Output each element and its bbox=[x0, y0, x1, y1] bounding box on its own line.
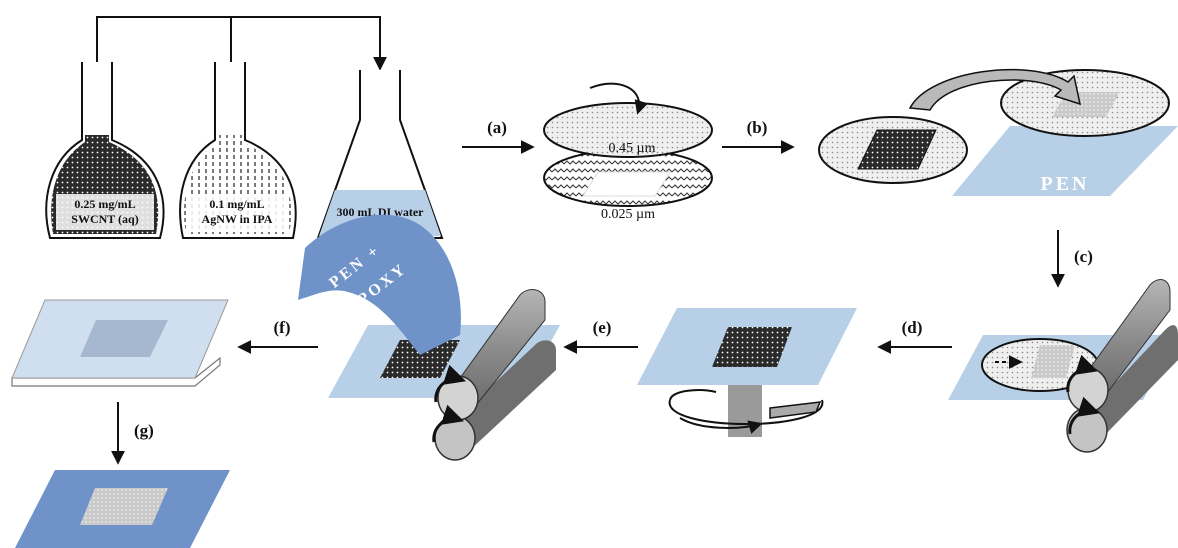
step-f: (f) bbox=[237, 318, 318, 354]
roll-lamination-pen bbox=[948, 279, 1178, 453]
top-filter-pore-label: 0.45 µm bbox=[609, 141, 656, 156]
step-a-label: (a) bbox=[487, 118, 507, 137]
step-b: (b) bbox=[722, 118, 795, 154]
final-electrode bbox=[15, 470, 230, 548]
swcnt-concentration-label: 0.25 mg/mL bbox=[74, 197, 135, 211]
di-water-label: 300 mL DI water bbox=[337, 205, 425, 219]
bottom-filter-pore-label: 0.025 µm bbox=[601, 207, 655, 222]
laminated-sandwich bbox=[11, 299, 229, 387]
step-a: (a) bbox=[462, 118, 535, 154]
step-c-label: (c) bbox=[1074, 247, 1093, 266]
step-g: (g) bbox=[111, 402, 154, 465]
filter-stack: 0.45 µm 0.025 µm bbox=[543, 82, 713, 222]
step-e-label: (e) bbox=[593, 318, 612, 337]
pen-epoxy-lamination: PEN + EPOXY bbox=[298, 214, 560, 461]
step-g-label: (g) bbox=[134, 421, 154, 440]
step-b-label: (b) bbox=[747, 118, 768, 137]
agnw-flask: 0.1 mg/mL AgNW in IPA bbox=[179, 62, 297, 239]
step-c: (c) bbox=[1051, 230, 1093, 288]
step-e: (e) bbox=[563, 318, 638, 354]
step-d-label: (d) bbox=[902, 318, 923, 337]
agnw-name-label: AgNW in IPA bbox=[202, 212, 273, 226]
pen-label: PEN bbox=[1041, 173, 1090, 195]
step-f-label: (f) bbox=[274, 318, 291, 337]
transfer-to-pen: PEN bbox=[818, 68, 1178, 196]
agnw-concentration-label: 0.1 mg/mL bbox=[209, 197, 264, 211]
erlenmeyer-flask: 300 mL DI water bbox=[316, 70, 444, 239]
spin-coater bbox=[637, 308, 857, 437]
swcnt-name-label: SWCNT (aq) bbox=[71, 212, 138, 226]
step-d: (d) bbox=[877, 318, 952, 354]
swcnt-flask: 0.25 mg/mL SWCNT (aq) bbox=[45, 62, 165, 239]
